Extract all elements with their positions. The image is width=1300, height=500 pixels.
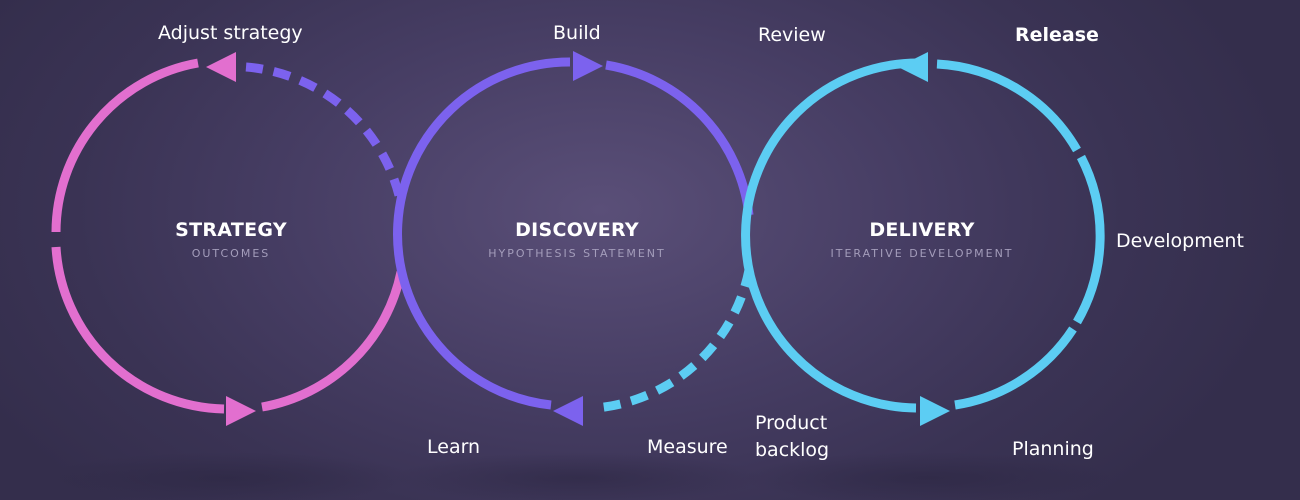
discovery-to-delivery-dashed [595,269,754,413]
strategy-to-discovery-dashed [245,62,406,205]
strategy-shadow [43,452,413,500]
review-label: Review [758,24,826,46]
planning-label: Planning [1012,438,1094,460]
discovery-stage: DISCOVERY HYPOTHESIS STATEMENT [417,219,737,260]
strategy-stage: STRATEGY OUTCOMES [71,219,391,260]
discovery-shadow [393,452,763,500]
delivery-stage: DELIVERY ITERATIVE DEVELOPMENT [762,219,1082,260]
release-arrow-icon [898,52,928,82]
delivery-shadow [743,452,1113,500]
strategy-title: STRATEGY [175,219,287,241]
build-label: Build [553,22,601,44]
product-backlog-label-line2: backlog [755,439,830,461]
delivery-cycle [741,58,1105,413]
delivery-arc-top-right [936,59,1081,153]
measure-label: Measure [647,436,728,458]
delivery-subtitle: ITERATIVE DEVELOPMENT [830,247,1014,260]
adjust-strategy-arrow-icon [206,52,236,82]
strategy-arc-left-bottom [51,246,225,414]
delivery-arc-bottom-right [954,326,1077,410]
discovery-title: DISCOVERY [515,219,639,241]
discovery-arc-right-top [605,60,754,216]
discovery-subtitle: HYPOTHESIS STATEMENT [488,247,666,260]
measure-arrow-icon [553,396,583,426]
strategy-cycle [51,58,406,414]
delivery-arc-left [741,58,921,413]
planning-arrow-icon [920,396,950,426]
strategy-arc-right-bottom [261,271,406,412]
adjust-strategy-label: Adjust strategy [158,22,303,44]
development-label: Development [1116,230,1244,252]
discovery-arc-left [393,57,571,410]
product-backlog-label-line1: Product [755,412,828,434]
strategy-arc-left-top [51,58,199,233]
discovery-cycle [393,57,754,413]
strategy-subtitle: OUTCOMES [191,247,271,260]
build-arrow-icon [573,51,603,81]
strategy-bottom-arrow-icon [226,396,256,426]
delivery-arc-right [1073,154,1105,325]
delivery-title: DELIVERY [869,219,975,241]
learn-label: Learn [427,436,481,458]
release-label: Release [1015,24,1099,46]
